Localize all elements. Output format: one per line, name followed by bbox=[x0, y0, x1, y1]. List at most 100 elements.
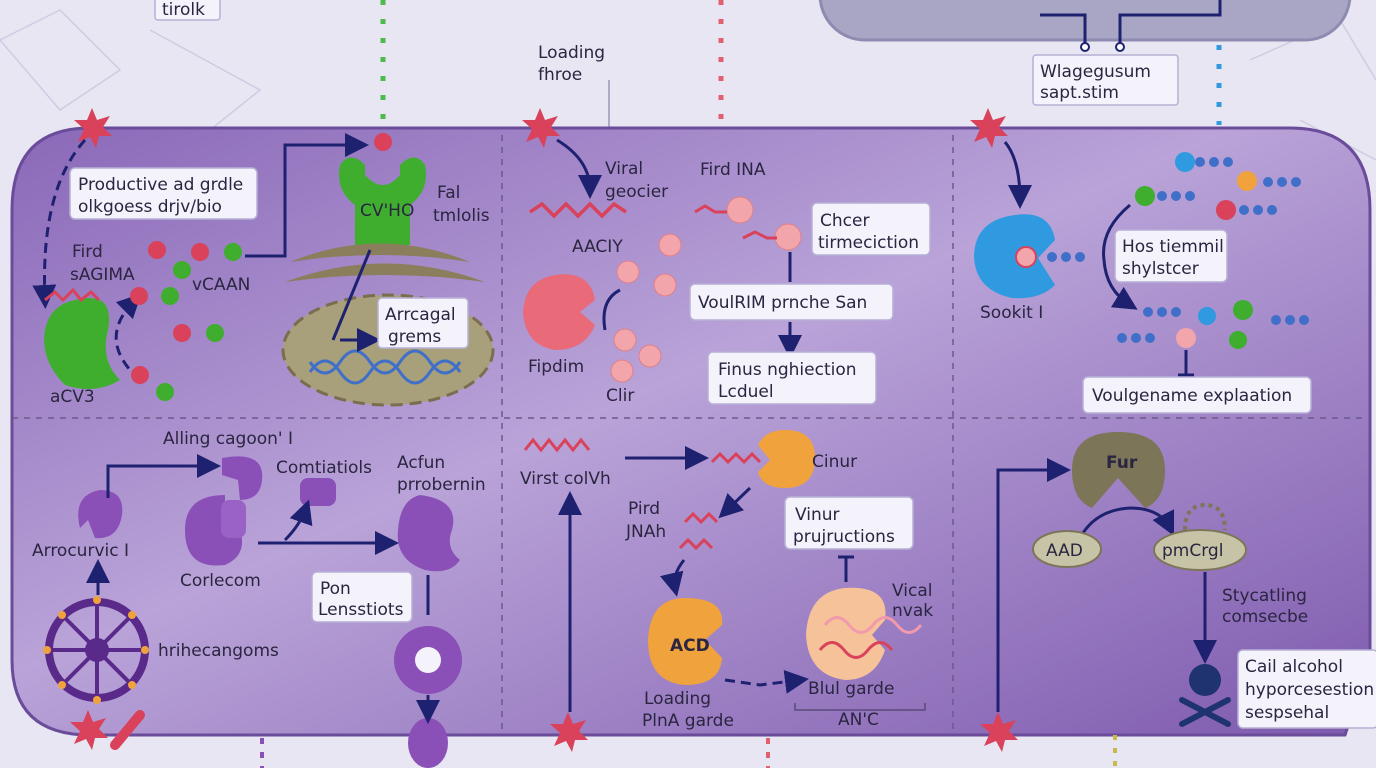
finus-box bbox=[707, 351, 877, 405]
peach-protein bbox=[806, 587, 886, 680]
prrobernin-label: prrobernin bbox=[397, 475, 486, 495]
productive-label-2: olkgoess drjv/bio bbox=[78, 197, 222, 217]
aaciy-label: AACIY bbox=[572, 237, 623, 257]
cail-label-1: Cail alcohol bbox=[1245, 657, 1343, 677]
blul-label: Blul garde bbox=[808, 679, 894, 699]
virus-icons bbox=[70, 108, 1018, 752]
viral-rna bbox=[529, 201, 627, 219]
voulrim-label: VoulRIM prnche San bbox=[698, 293, 867, 313]
chcer-label-2: tirmeciction bbox=[818, 233, 919, 253]
cail-label-2: hyporcesestion bbox=[1245, 680, 1374, 700]
golgi bbox=[285, 243, 485, 282]
vcaan-label: vCAAN bbox=[192, 275, 250, 295]
finus-label-2: Lcduel bbox=[718, 382, 774, 402]
voulrim-box bbox=[689, 283, 894, 321]
nvak-label: nvak bbox=[892, 601, 933, 621]
sookit-label: Sookit I bbox=[980, 303, 1043, 323]
membrane-label-1: Wlagegusum bbox=[1040, 62, 1151, 82]
virus-icon bbox=[980, 712, 1018, 752]
skull-icon bbox=[1179, 664, 1231, 727]
pink-protein bbox=[523, 274, 595, 350]
fird-ina-label: Fird INA bbox=[700, 160, 766, 180]
geocier-label: geocier bbox=[605, 182, 668, 202]
cail-label-3: sespsehal bbox=[1245, 703, 1329, 723]
dna-helix bbox=[308, 349, 462, 385]
loading-label-1: Loading bbox=[538, 43, 605, 63]
jnah-label: JNAh bbox=[625, 522, 666, 542]
molecule-pairs bbox=[130, 241, 242, 401]
loading-label: Loading bbox=[644, 689, 711, 709]
stycatling-label: Stycatling bbox=[1222, 586, 1307, 606]
hrihecangoms-label: hrihecangoms bbox=[158, 641, 279, 661]
vinur-label-1: Vinur bbox=[795, 505, 840, 525]
chcer-box bbox=[811, 202, 931, 256]
fur-label: Fur bbox=[1106, 453, 1138, 473]
green-protein-acv3 bbox=[44, 298, 120, 389]
pmcrgl-node bbox=[1153, 529, 1247, 571]
corlecom-label: Corlecom bbox=[180, 571, 261, 591]
membrane-label-2: sapt.stim bbox=[1040, 83, 1119, 103]
hos-box bbox=[1114, 229, 1228, 283]
acfun-label: Acfun bbox=[397, 453, 445, 473]
fal-label: Fal bbox=[437, 183, 460, 203]
loading-label-2: fhroe bbox=[538, 65, 582, 85]
virus-icon bbox=[70, 710, 108, 750]
nucleus-label-2: grems bbox=[388, 327, 441, 347]
hos-label-1: Hos tiemmil bbox=[1122, 237, 1224, 257]
chcer-label-1: Chcer bbox=[820, 211, 869, 231]
virus-icon bbox=[970, 108, 1008, 148]
nucleus-label-1: Arrcagal bbox=[385, 305, 456, 325]
virst-label: Virst colVh bbox=[520, 469, 611, 489]
clir-label: Clir bbox=[606, 386, 634, 406]
nucleus-label-box bbox=[377, 297, 469, 349]
sagima-label: sAGIMA bbox=[70, 265, 135, 285]
viral-label: Viral bbox=[605, 159, 643, 179]
aad-node bbox=[1032, 530, 1102, 568]
receptor-label: CV'HO bbox=[360, 201, 414, 221]
orange-protein-acd bbox=[648, 598, 723, 685]
pink-particles bbox=[610, 196, 802, 383]
acd-label: ACD bbox=[670, 636, 710, 656]
pmcrgl-label: pmCrgl bbox=[1162, 541, 1223, 561]
ribosome-wheel bbox=[43, 596, 149, 704]
green-receptor bbox=[339, 157, 426, 245]
cail-box bbox=[1237, 649, 1376, 729]
arrocurvic-label: Arrocurvic I bbox=[32, 541, 129, 561]
aad-label: AAD bbox=[1046, 541, 1083, 561]
corner-label-box bbox=[154, 0, 221, 21]
fipdim-label: Fipdim bbox=[528, 357, 584, 377]
corner-label: tirolk bbox=[162, 0, 205, 20]
vinur-box bbox=[784, 496, 914, 550]
comtiatiols-label: Comtiatiols bbox=[276, 458, 372, 478]
productive-box bbox=[69, 167, 258, 220]
vinur-label-2: prujructions bbox=[793, 527, 895, 547]
alling-label: Alling cagoon' I bbox=[163, 429, 293, 449]
olive-protein-fur bbox=[1072, 432, 1165, 508]
virus-icon bbox=[522, 108, 560, 148]
pon-label-1: Pon bbox=[320, 579, 351, 599]
acv3-label: aCV3 bbox=[50, 387, 95, 407]
pon-box bbox=[311, 571, 413, 623]
voulgename-box bbox=[1082, 376, 1312, 414]
membrane-connector bbox=[1040, 0, 1222, 45]
tmlolis-label: tmlolis bbox=[433, 206, 490, 226]
phosphate-chains bbox=[1047, 157, 1309, 343]
membrane-label-box bbox=[1032, 54, 1179, 106]
blue-protein-sookit bbox=[974, 214, 1055, 299]
productive-label-1: Productive ad grdle bbox=[78, 175, 243, 195]
fird-label: Fird bbox=[72, 242, 103, 262]
virus-icon bbox=[550, 712, 588, 752]
hos-label-2: shylstcer bbox=[1122, 259, 1199, 279]
cinur-label: Cinur bbox=[812, 452, 857, 472]
virus-icon bbox=[74, 108, 112, 148]
anc-label: AN'C bbox=[838, 710, 879, 730]
vical-label: Vical bbox=[892, 581, 932, 601]
labels: tirolk Loading fhroe Wlagegusum sapt.sti… bbox=[32, 0, 1374, 731]
plna-label: PlnA garde bbox=[642, 711, 734, 731]
voulgename-label: Voulgename explaation bbox=[1092, 386, 1292, 406]
finus-label-1: Finus nghiection bbox=[718, 360, 857, 380]
orange-protein-cinur bbox=[758, 430, 815, 488]
comsecbe-label: comsecbe bbox=[1222, 607, 1308, 627]
pon-label-2: Lensstiots bbox=[318, 600, 404, 620]
